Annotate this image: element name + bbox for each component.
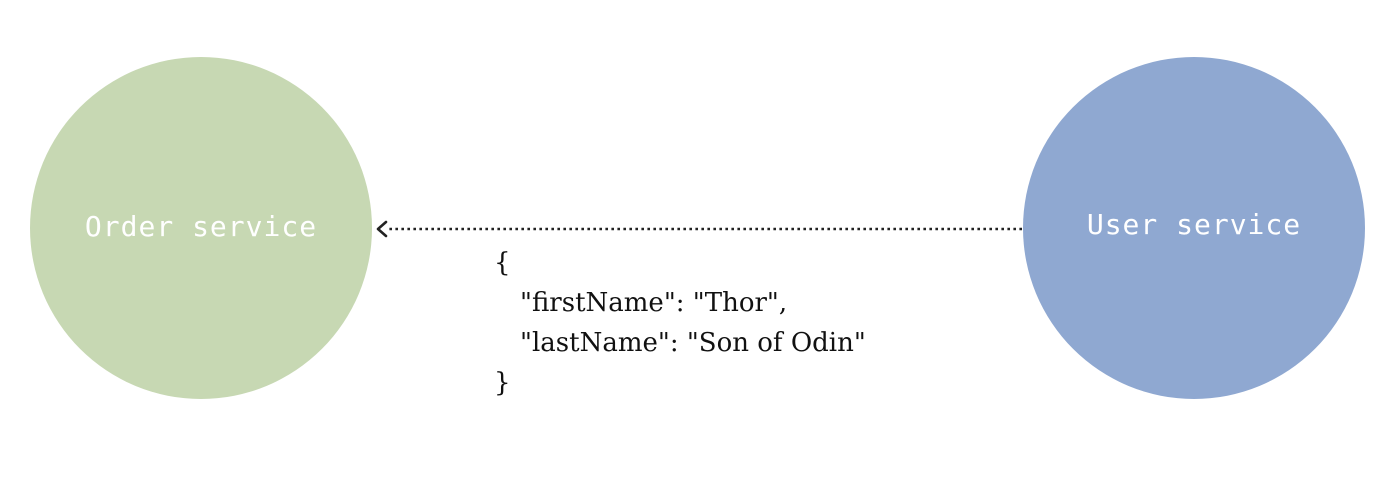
payload-first-name-line: "firstName": "Thor", <box>520 288 788 318</box>
arrow-head-icon <box>376 220 388 238</box>
payload-close-brace: } <box>494 368 511 398</box>
order-service-label: Order service <box>84 209 318 243</box>
json-payload: { "firstName": "Thor", "lastName": "Son … <box>494 243 866 403</box>
order-service-node: Order service <box>30 57 372 399</box>
payload-last-name-line: "lastName": "Son of Odin" <box>520 328 866 358</box>
user-service-label: User service <box>1086 207 1302 241</box>
user-service-node: User service <box>1023 57 1365 399</box>
payload-open-brace: { <box>494 248 511 278</box>
